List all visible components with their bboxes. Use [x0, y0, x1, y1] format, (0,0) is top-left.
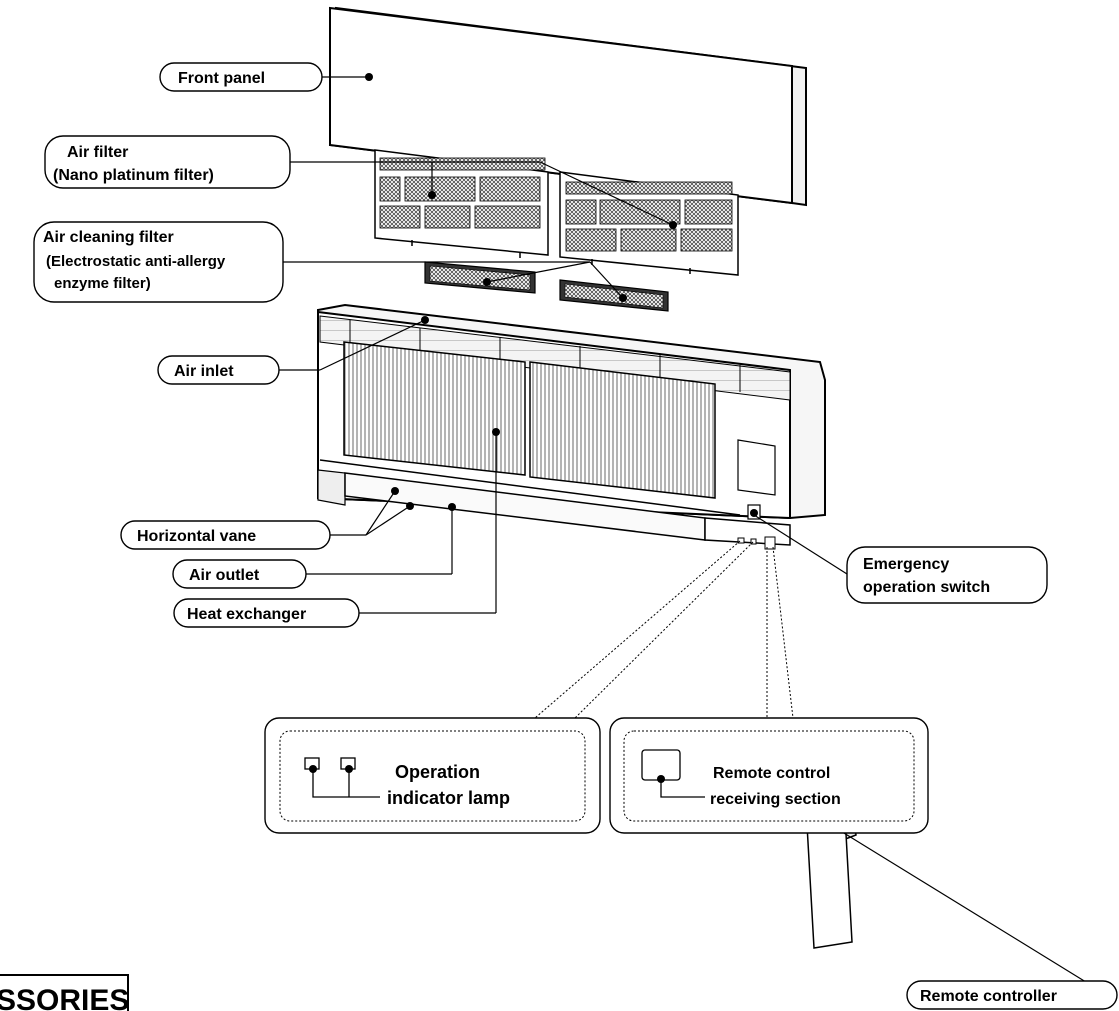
- remote-controller-text: Remote controller: [920, 988, 1057, 1005]
- label-front-panel: Front panel: [159, 62, 323, 92]
- air-cleaning-filter-right: [559, 279, 669, 312]
- horizontal-vane-text: Horizontal vane: [137, 528, 256, 545]
- label-heat-exchanger: Heat exchanger: [173, 598, 360, 628]
- front-panel: [328, 6, 807, 207]
- label-air-filter: Air filter (Nano platinum filter): [44, 135, 291, 189]
- air-cleaning-text: Air cleaning filter: [43, 229, 174, 246]
- emergency-text: Emergency: [863, 556, 949, 573]
- front-panel-text: Front panel: [178, 70, 265, 87]
- label-horizontal-vane: Horizontal vane: [120, 520, 331, 550]
- operation-text: Operation: [395, 762, 480, 782]
- remote-receive-subtext: receiving section: [710, 791, 841, 808]
- air-cleaning-subtext-2: enzyme filter): [54, 275, 151, 292]
- air-cleaning-filter-left: [424, 261, 536, 294]
- heat-exchanger-text: Heat exchanger: [187, 606, 306, 623]
- air-cleaning-subtext-1: (Electrostatic anti-allergy: [46, 253, 226, 270]
- air-filter-text: Air filter: [67, 144, 128, 161]
- air-filter-subtext: (Nano platinum filter): [53, 167, 214, 184]
- air-outlet-text: Air outlet: [189, 567, 260, 584]
- label-air-outlet: Air outlet: [172, 559, 307, 589]
- remote-receive-text: Remote control: [713, 765, 830, 782]
- air-inlet-text: Air inlet: [174, 363, 234, 380]
- emergency-subtext: operation switch: [863, 579, 990, 596]
- leader-lines: [279, 76, 1108, 996]
- air-filter-left: [374, 149, 549, 258]
- label-air-inlet: Air inlet: [157, 355, 280, 385]
- detail-remote-receiving: Remote control receiving section: [609, 717, 929, 834]
- accessories-heading: SSORIES: [0, 974, 129, 1011]
- label-remote-controller: Remote controller: [906, 980, 1118, 1010]
- detail-operation-indicator: Operation indicator lamp: [264, 717, 601, 834]
- air-filter-right: [559, 171, 739, 276]
- indoor-unit-body: [317, 303, 826, 550]
- dashed-leaders: [534, 540, 794, 719]
- accessories-text: SSORIES: [0, 984, 129, 1011]
- operation-subtext: indicator lamp: [387, 788, 510, 808]
- label-air-cleaning-filter: Air cleaning filter (Electrostatic anti-…: [33, 221, 284, 303]
- label-emergency-switch: Emergency operation switch: [846, 546, 1048, 604]
